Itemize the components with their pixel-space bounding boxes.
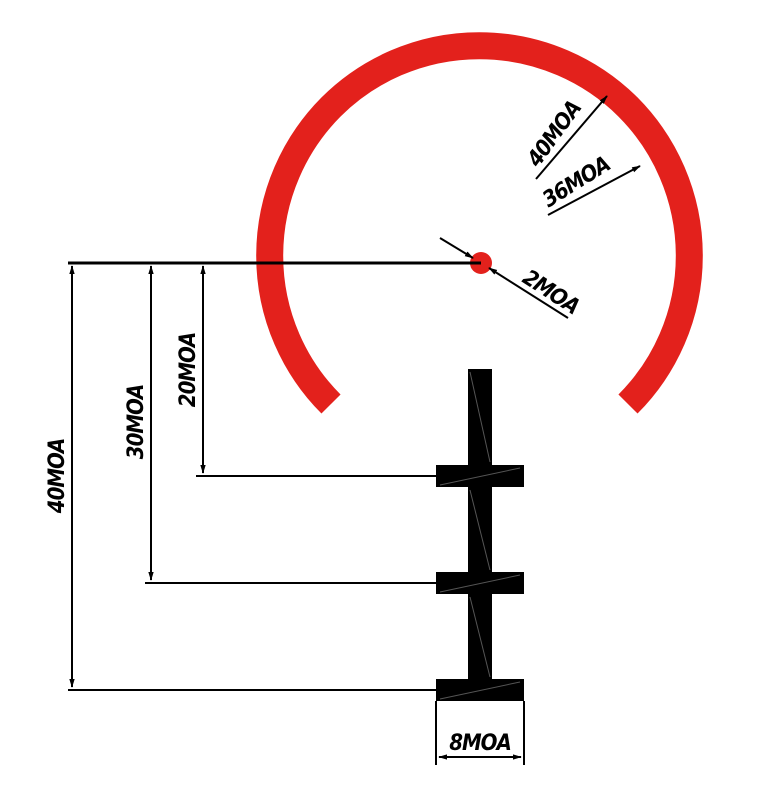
label-8moa: 8MOA bbox=[449, 731, 511, 756]
label-2moa: 2MOA bbox=[518, 265, 583, 320]
post-hatching bbox=[439, 371, 521, 700]
label-20moa: 20MOA bbox=[176, 333, 201, 407]
label-40moa-vertical: 40MOA bbox=[45, 439, 70, 514]
leader-center-dot-bottom bbox=[488, 267, 569, 319]
leader-outer-ring bbox=[535, 95, 608, 180]
label-40moa-ring: 40MOA bbox=[522, 97, 587, 173]
label-30moa: 30MOA bbox=[124, 385, 149, 459]
leader-inner-ring bbox=[547, 165, 641, 216]
leader-center-dot-top bbox=[439, 237, 474, 259]
horseshoe-ring bbox=[256, 32, 703, 414]
center-post bbox=[468, 369, 492, 701]
